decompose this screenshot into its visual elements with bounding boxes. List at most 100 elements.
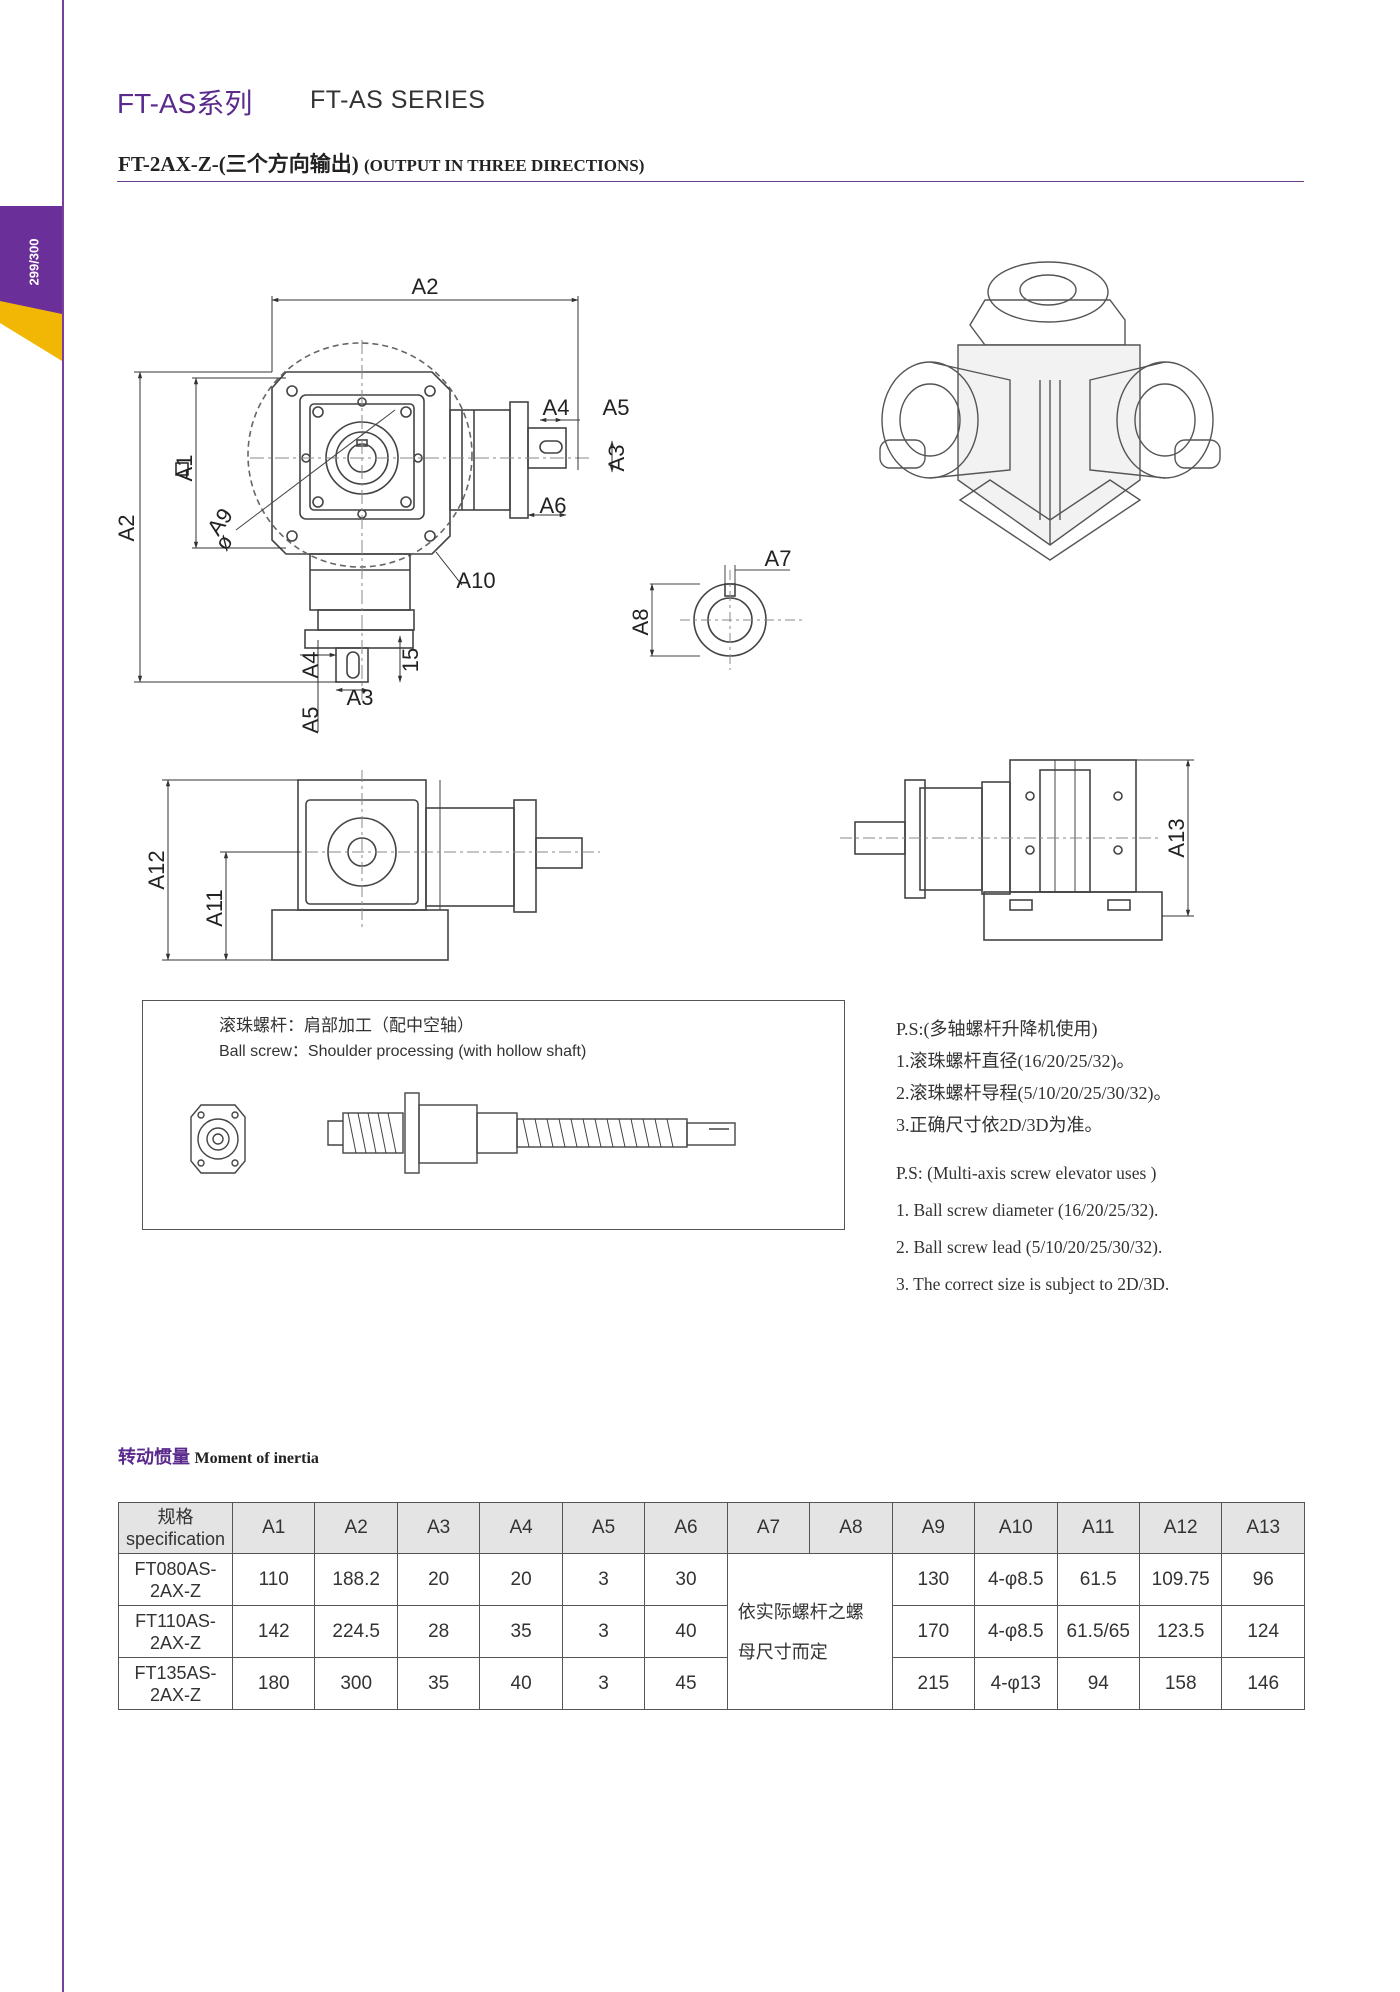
cell-spec: FT135AS- 2AX-Z — [118, 1657, 233, 1710]
dim-a3-right: A3 — [604, 445, 629, 472]
cell-a9: 130 — [891, 1553, 976, 1606]
header-a11: A11 — [1056, 1502, 1140, 1554]
cell-a6: 45 — [644, 1657, 728, 1710]
spec-line-2: 2AX-Z — [149, 1632, 201, 1653]
cell-a13: 96 — [1221, 1553, 1305, 1606]
cell-a2: 188.2 — [314, 1553, 398, 1606]
table-header-row: 规格 specification A1 A2 A3 A4 A5 A6 A7 A8… — [118, 1502, 1305, 1554]
cell-a2: 224.5 — [314, 1605, 398, 1658]
cell-a9: 170 — [891, 1605, 976, 1658]
margin-line — [62, 0, 64, 1992]
cell-a13: 146 — [1221, 1657, 1305, 1710]
dim-a5-bottom: A5 — [298, 707, 323, 734]
title-rule — [117, 181, 1304, 182]
cell-a3: 35 — [396, 1657, 481, 1710]
dim-a12: A12 — [144, 850, 169, 889]
ball-screw-panel: 滚珠螺杆：肩部加工（配中空轴） Ball screw：Shoulder proc… — [142, 1000, 845, 1230]
dim-a3-bottom: A3 — [347, 685, 374, 710]
cell-a10: 4-φ8.5 — [974, 1605, 1058, 1658]
cell-a11: 61.5 — [1056, 1553, 1140, 1606]
cell-a10: 4-φ8.5 — [974, 1553, 1058, 1606]
header-a2: A2 — [314, 1502, 398, 1554]
header-a9: A9 — [891, 1502, 976, 1554]
notes-block: P.S:(多轴螺杆升降机使用) 1.滚珠螺杆直径(16/20/25/32)。 2… — [896, 1013, 1172, 1303]
cell-a12: 109.75 — [1138, 1553, 1223, 1606]
header-a13: A13 — [1221, 1502, 1305, 1554]
spec-line-2: 2AX-Z — [149, 1580, 201, 1601]
header-a1: A1 — [231, 1502, 316, 1554]
series-title-en: FT-AS SERIES — [310, 86, 486, 114]
side-view-right — [840, 759, 1163, 941]
header-a4: A4 — [479, 1502, 563, 1554]
subtitle-en: (OUTPUT IN THREE DIRECTIONS) — [363, 156, 645, 175]
header-a6: A6 — [644, 1502, 728, 1554]
merged-note-line-2: 母尺寸而定 — [737, 1641, 828, 1662]
header-a7: A7 — [726, 1502, 811, 1554]
cell-a7-a8-merged: 依实际螺杆之螺 母尺寸而定 — [726, 1553, 893, 1710]
note-en-3: 3. The correct size is subject to 2D/3D. — [896, 1274, 1170, 1294]
note-en-0: P.S: (Multi-axis screw elevator uses ) — [896, 1163, 1157, 1183]
cell-a2: 300 — [314, 1657, 398, 1710]
header-a5: A5 — [561, 1502, 646, 1554]
header-a10: A10 — [974, 1502, 1058, 1554]
square-symbol-icon — [175, 462, 189, 476]
page-tab — [0, 206, 62, 361]
note-cn-3: 3.正确尺寸依2D/3D为准。 — [896, 1115, 1103, 1135]
cell-a4: 40 — [479, 1657, 563, 1710]
header-spec: 规格 specification — [118, 1502, 233, 1554]
spec-table: 规格 specification A1 A2 A3 A4 A5 A6 A7 A8… — [118, 1502, 1305, 1710]
dim-a10: A10 — [456, 568, 495, 593]
cell-spec: FT080AS- 2AX-Z — [118, 1553, 233, 1606]
cell-a5: 3 — [561, 1605, 646, 1658]
cell-a4: 35 — [479, 1605, 563, 1658]
header-a12: A12 — [1138, 1502, 1223, 1554]
isometric-view — [879, 261, 1221, 561]
dim-15: 15 — [398, 648, 423, 672]
table-row: FT135AS- 2AX-Z 180 300 35 40 3 45 215 4-… — [118, 1657, 1305, 1710]
inertia-heading: 转动惯量 Moment of inertia — [118, 1443, 319, 1469]
series-title-cn: FT-AS系列 — [117, 88, 253, 119]
cell-a12: 158 — [1138, 1657, 1223, 1710]
product-subtitle: FT-2AX-Z-(三个方向输出) (OUTPUT IN THREE DIREC… — [118, 148, 644, 178]
dim-a4-bottom: A4 — [298, 652, 323, 679]
header-spec-en: specification — [125, 1529, 226, 1549]
table-row: FT110AS- 2AX-Z 142 224.5 28 35 3 40 170 … — [118, 1605, 1305, 1658]
header-spec-cn: 规格 — [157, 1507, 194, 1527]
cell-a10: 4-φ13 — [974, 1657, 1058, 1710]
cell-a1: 142 — [231, 1605, 316, 1658]
cell-a11: 94 — [1056, 1657, 1140, 1710]
dim-a4-top: A4 — [543, 395, 570, 420]
ball-screw-drawing — [190, 1092, 736, 1174]
note-en-1: 1. Ball screw diameter (16/20/25/32). — [896, 1200, 1159, 1220]
note-cn-0: P.S:(多轴螺杆升降机使用) — [896, 1019, 1098, 1039]
cell-a1: 180 — [231, 1657, 316, 1710]
inertia-title-en: Moment of inertia — [194, 1450, 319, 1467]
spec-line-1: FT135AS- — [134, 1662, 217, 1683]
merged-note-line-1: 依实际螺杆之螺 — [737, 1601, 864, 1622]
side-view-left — [260, 770, 600, 961]
note-en-2: 2. Ball screw lead (5/10/20/25/30/32). — [896, 1237, 1163, 1257]
cell-spec: FT110AS- 2AX-Z — [118, 1605, 233, 1658]
dim-a6: A6 — [540, 493, 567, 518]
ball-screw-title-cn: 滚珠螺杆：肩部加工（配中空轴） — [219, 1016, 474, 1035]
spec-line-1: FT080AS- — [134, 1558, 217, 1579]
cell-a4: 20 — [479, 1553, 563, 1606]
keyway-detail — [649, 565, 805, 670]
cell-a6: 30 — [644, 1553, 728, 1606]
technical-drawing: A2 A2 A1 A9 A4 A5 A3 A6 A10 A4 15 A3 A5 … — [114, 261, 1221, 961]
dim-a5-top: A5 — [603, 395, 630, 420]
spec-line-1: FT110AS- — [135, 1610, 216, 1631]
cell-a3: 20 — [396, 1553, 481, 1606]
cell-a3: 28 — [396, 1605, 481, 1658]
cell-a5: 3 — [561, 1553, 646, 1606]
dim-a11: A11 — [202, 889, 227, 927]
cell-a1: 110 — [231, 1553, 316, 1606]
dim-a8: A8 — [628, 609, 653, 636]
note-cn-2: 2.滚珠螺杆导程(5/10/20/25/30/32)。 — [896, 1083, 1172, 1103]
subtitle-cn: FT-2AX-Z-(三个方向输出) — [118, 152, 359, 176]
header-a8: A8 — [809, 1502, 893, 1554]
dim-a13: A13 — [1164, 818, 1189, 857]
front-view — [235, 340, 590, 700]
note-cn-1: 1.滚珠螺杆直径(16/20/25/32)。 — [896, 1051, 1135, 1071]
dim-a7: A7 — [765, 546, 792, 571]
